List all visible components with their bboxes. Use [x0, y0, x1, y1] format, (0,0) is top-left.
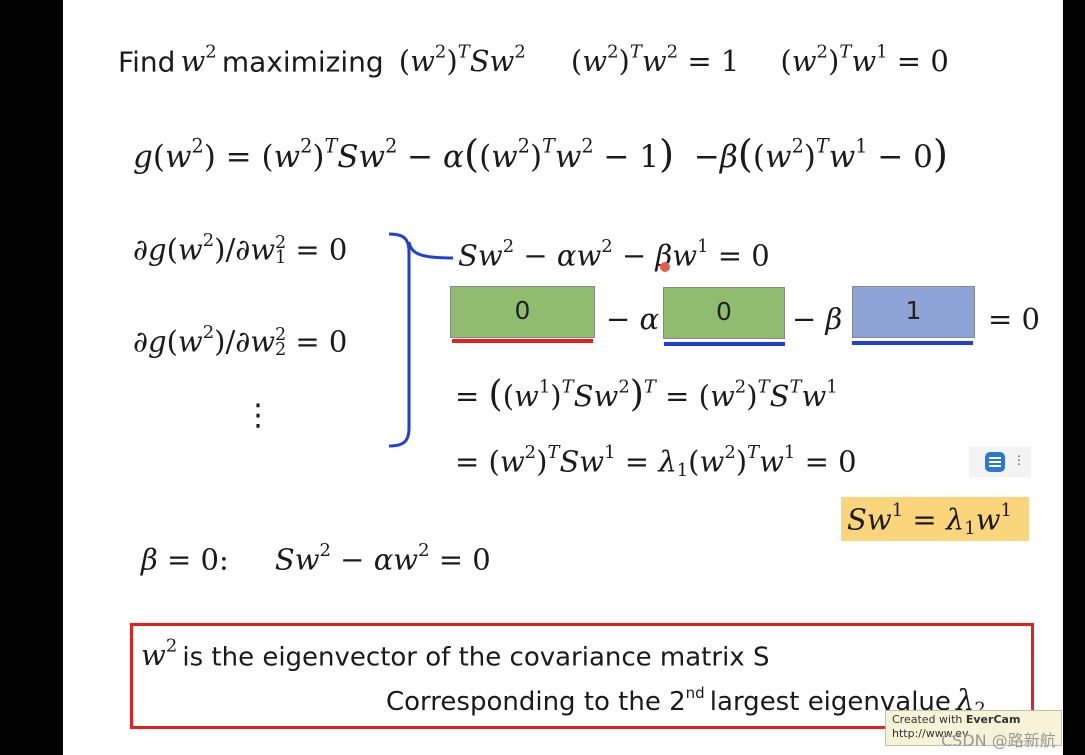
minus-beta: − β — [792, 302, 843, 336]
chevron-down-icon[interactable]: ⋮ — [1013, 453, 1025, 467]
beta-zero-result: β = 0: Sw2 − αw2 = 0 — [141, 540, 491, 577]
underline-blue-1 — [664, 342, 785, 346]
stationary-equation: Sw2 − αw2 − βw1 = 0 — [458, 236, 770, 273]
objective-formula: (w2)TSw2 — [398, 42, 526, 79]
ordinal-suffix: nd — [685, 684, 705, 702]
find-label: Find — [118, 45, 176, 79]
masked-block-1: 0 — [450, 286, 595, 338]
csdn-watermark: CSDN @路新航 — [941, 731, 1056, 750]
conclusion-line-1: w2 is the eigenvector of the covariance … — [141, 636, 769, 672]
evercam-brand: EverCam — [965, 713, 1021, 726]
underline-red — [452, 339, 593, 343]
created-with-label: Created with — [892, 713, 963, 726]
w2-symbol: w2 — [180, 42, 217, 79]
blue-brace — [388, 232, 454, 448]
minus-alpha: − α — [606, 302, 660, 336]
maximizing-label: maximizing — [221, 45, 384, 79]
constraint-orthogonal: (w2)Tw1 = 0 — [780, 42, 949, 79]
cursor-dot — [660, 262, 670, 272]
overlay-toolbar[interactable]: ⋮ — [969, 447, 1031, 477]
conclusion-box — [130, 623, 1034, 729]
lagrangian-formula: g(w2) = (w2)TSw2 − α((w2)Tw2 − 1) −β((w2… — [133, 132, 949, 177]
w2-symbol-conclusion: w2 — [141, 636, 178, 673]
eigen-equation: Sw1 = λ1w1 — [847, 500, 1012, 539]
slide: Find w2 maximizing (w2)TSw2 (w2)Tw2 = 1 … — [63, 0, 1063, 755]
masked-block-2: 0 — [663, 287, 785, 339]
equals-zero: = 0 — [988, 302, 1040, 336]
lambda-2-symbol: λ2 — [956, 683, 986, 720]
underline-blue-2 — [852, 341, 973, 345]
evercam-watermark: Created with EverCam http://www.ev — [885, 710, 1062, 746]
conclusion-text-2: Corresponding to the 2 — [386, 687, 686, 717]
list-icon[interactable] — [985, 452, 1005, 472]
conclusion-line-2: Corresponding to the 2nd largest eigenva… — [386, 683, 986, 719]
masked-block-3: 1 — [852, 286, 975, 338]
right-black-bar — [1063, 0, 1085, 755]
eigen-substitution: = (w2)TSw1 = λ1(w2)Tw1 = 0 — [455, 442, 857, 481]
conclusion-text-1: is the eigenvector of the covariance mat… — [182, 642, 770, 673]
transpose-identity: = ((w1)TSw2)T = (w2)TSTw1 — [455, 372, 838, 415]
constraint-unit-norm: (w2)Tw2 = 1 — [570, 42, 740, 79]
left-black-bar — [0, 0, 63, 755]
vertical-dots: ⋮ — [243, 398, 273, 433]
evercam-url: http://www.ev — [892, 727, 969, 740]
problem-statement: Find w2 maximizing (w2)TSw2 (w2)Tw2 = 1 … — [118, 42, 949, 78]
eigen-highlight-box — [841, 497, 1029, 541]
